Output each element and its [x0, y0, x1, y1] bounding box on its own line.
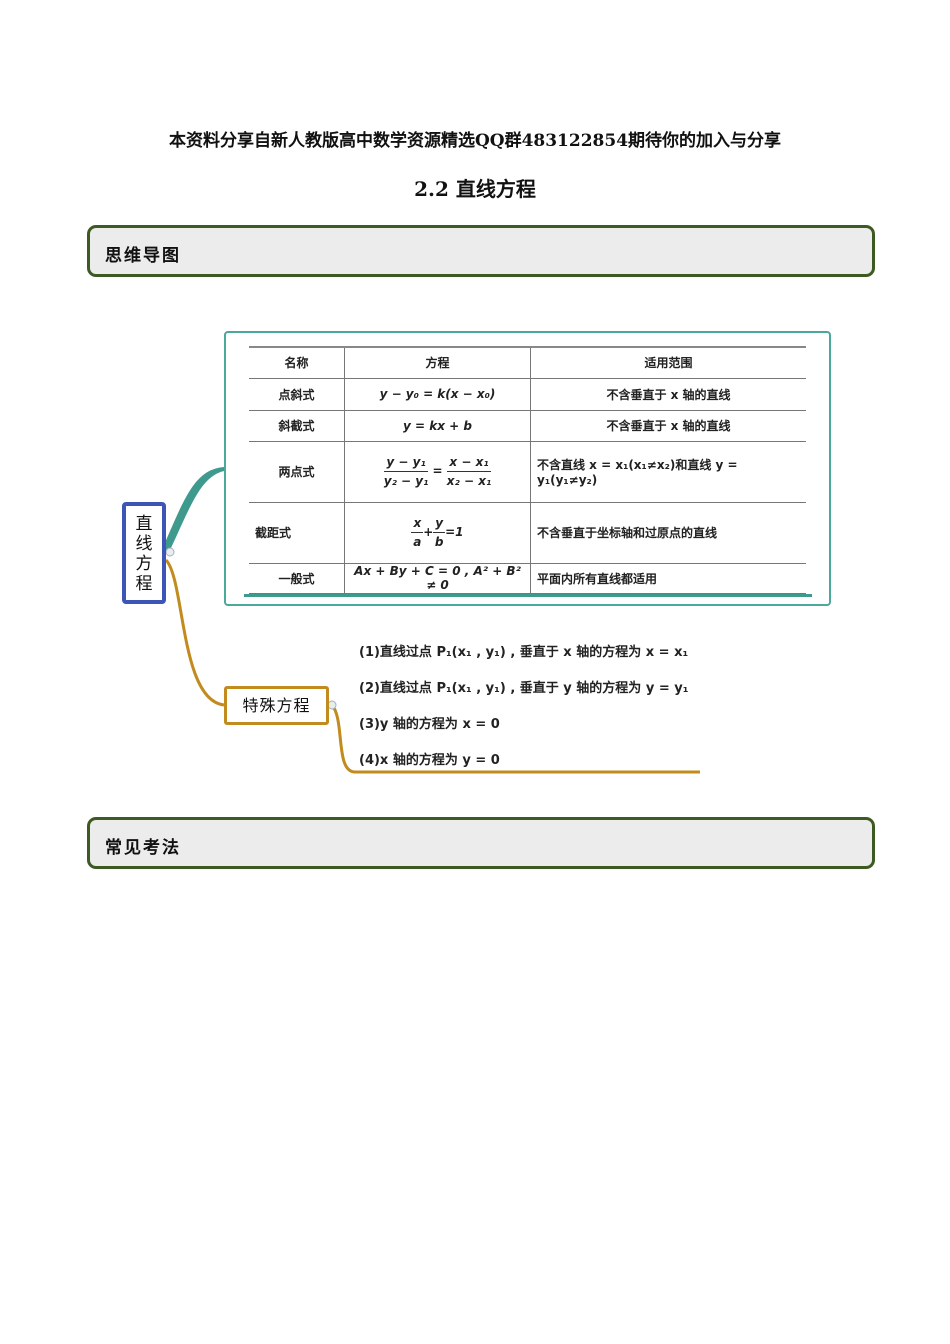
equals: =: [432, 464, 443, 478]
special-item: (2)直线过点 P₁(x₁ , y₁) , 垂直于 y 轴的方程为 y = y₁: [359, 681, 689, 696]
name-cell: 斜截式: [249, 409, 345, 442]
equation-cell: Ax + By + C = 0 , A² + B² ≠ 0: [344, 562, 531, 594]
equation-cell: y − y₀ = k(x − x₀): [344, 377, 531, 411]
numerator: y: [433, 514, 446, 533]
root-node[interactable]: 直线方程: [122, 502, 166, 604]
scope-cell: 不含垂直于 x 轴的直线: [530, 409, 806, 442]
header-cell: 适用范围: [530, 346, 806, 379]
rhs: =1: [445, 525, 464, 539]
gold-branch: [164, 558, 225, 707]
equation-cell: y − y₁ y₂ − y₁ = x − x₁ x₂ − x₁: [344, 440, 531, 503]
special-item: (1)直线过点 P₁(x₁ , y₁) , 垂直于 x 轴的方程为 x = x₁: [359, 645, 689, 660]
equation-cell: y = kx + b: [344, 409, 531, 442]
special-item: (4)x 轴的方程为 y = 0: [359, 753, 500, 768]
section-title: 思维导图: [105, 246, 181, 266]
table-row: 点斜式 y − y₀ = k(x − x₀) 不含垂直于 x 轴的直线: [249, 377, 806, 411]
table-row: 两点式 y − y₁ y₂ − y₁ = x − x₁ x₂ − x₁ 不含直线 x…: [249, 440, 806, 503]
special-item: (3)y 轴的方程为 x = 0: [359, 717, 500, 732]
table-header-row: 名称 方程 适用范围: [249, 346, 806, 379]
node-label: 特殊方程: [242, 696, 311, 715]
scope-cell: 不含垂直于坐标轴和过原点的直线: [530, 501, 806, 564]
top-note: 本资料分享自新人教版高中数学资源精选QQ群483122854期待你的加入与分享: [168, 131, 782, 151]
fraction: x − x₁ x₂ − x₁: [447, 453, 491, 490]
special-equation-node[interactable]: 特殊方程: [224, 686, 329, 725]
denominator: a: [413, 535, 422, 549]
numerator: y − y₁: [384, 453, 428, 472]
table-row: 一般式 Ax + By + C = 0 , A² + B² ≠ 0 平面内所有直…: [249, 562, 806, 594]
fraction: y − y₁ y₂ − y₁: [384, 453, 429, 490]
section-title: 常见考法: [105, 838, 181, 858]
name-cell: 两点式: [249, 440, 345, 503]
document-title: 2.2 直线方程: [414, 177, 536, 201]
name-cell: 截距式: [249, 501, 345, 564]
denominator: x₂ − x₁: [446, 474, 492, 488]
gold-branch-2: [330, 704, 700, 774]
line-equation-table: 名称 方程 适用范围 点斜式 y − y₀ = k(x − x₀) 不含垂直于 …: [249, 346, 806, 594]
denominator: b: [434, 535, 444, 549]
numerator: x − x₁: [447, 453, 491, 472]
scope-cell: 不含直线 x = x₁(x₁≠x₂)和直线 y = y₁(y₁≠y₂): [530, 440, 806, 503]
header-cell: 方程: [344, 346, 531, 379]
teal-branch: [163, 466, 225, 555]
section-common-methods: 常见考法: [87, 817, 875, 869]
name-cell: 点斜式: [249, 377, 345, 411]
numerator: x: [411, 514, 424, 533]
header-cell: 名称: [249, 346, 345, 379]
name-cell: 一般式: [249, 562, 345, 594]
table-underline: [244, 594, 812, 597]
collapse-handle: [165, 547, 175, 557]
section-mindmap: 思维导图: [87, 225, 875, 277]
table-row: 斜截式 y = kx + b 不含垂直于 x 轴的直线: [249, 409, 806, 442]
denominator: y₂ − y₁: [383, 474, 429, 488]
scope-cell: 平面内所有直线都适用: [530, 562, 806, 594]
root-label: 直线方程: [135, 514, 153, 594]
plus: +: [423, 525, 434, 539]
table-frame: [224, 331, 831, 606]
collapse-handle: [327, 700, 337, 710]
scope-cell: 不含垂直于 x 轴的直线: [530, 377, 806, 411]
